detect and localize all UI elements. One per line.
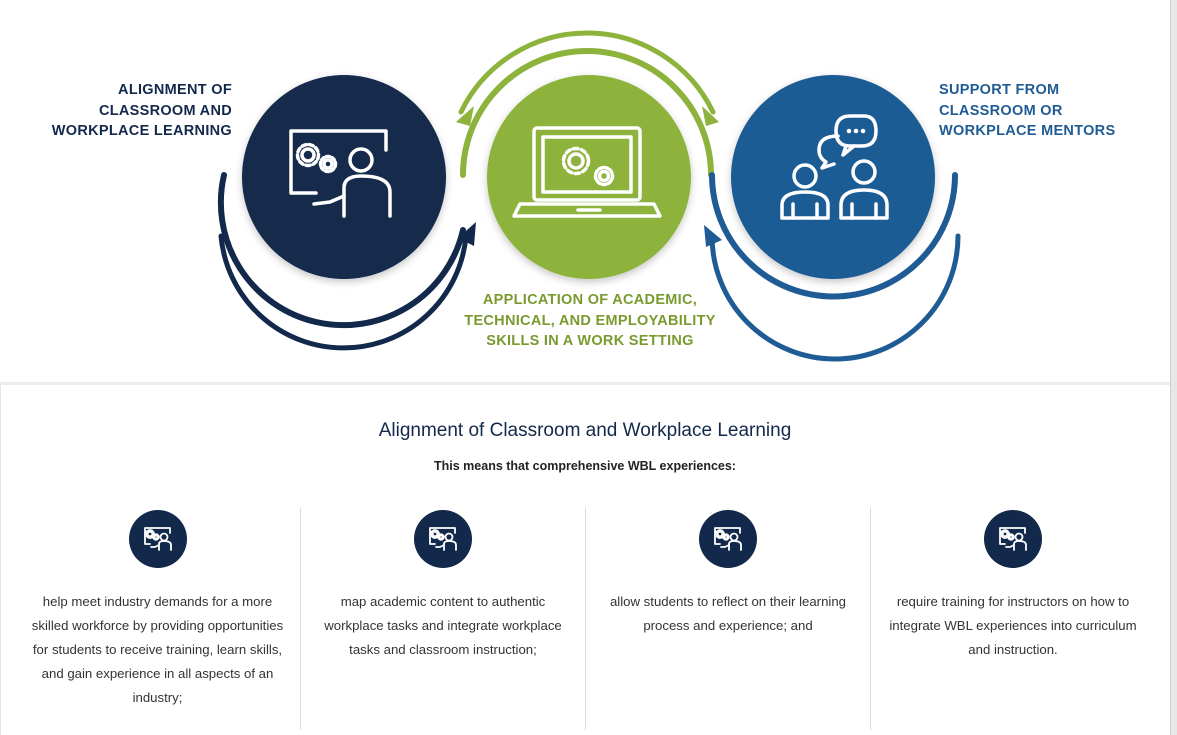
experience-columns: help meet industry demands for a more sk… [15, 508, 1157, 732]
alignment-label-line: WORKPLACE LEARNING [51, 123, 232, 139]
support-label-line: CLASSROOM OR [939, 102, 1063, 119]
classroom-instructor-icon [414, 510, 472, 568]
application-label-line: SKILLS IN A WORK SETTING [486, 333, 694, 349]
section-subtitle: This means that comprehensive WBL experi… [434, 459, 736, 473]
support-label-line: SUPPORT FROM [939, 82, 1060, 98]
left-cycle-arrows [217, 172, 476, 351]
right-cycle-arrows [704, 172, 961, 362]
classroom-instructor-icon [984, 510, 1042, 568]
section-title: Alignment of Classroom and Workplace Lea… [378, 420, 792, 441]
classroom-instructor-icon [143, 527, 172, 551]
section-divider [0, 382, 1170, 385]
experience-item: allow students to reflect on their learn… [585, 508, 870, 730]
chat-dots-icon [846, 128, 866, 134]
experience-text: map academic content to authentic workpl… [324, 594, 562, 657]
cycle-diagram [217, 30, 961, 362]
application-label-line: APPLICATION OF ACADEMIC, [482, 292, 698, 308]
experience-item: help meet industry demands for a more sk… [15, 508, 300, 730]
application-label-line: TECHNICAL, AND EMPLOYABILITY [464, 312, 716, 329]
alignment-label: ALIGNMENT OF CLASSROOM AND WORKPLACE LEA… [52, 80, 232, 142]
mentors-chat-icon [780, 114, 889, 220]
experience-item: require training for instructors on how … [870, 508, 1155, 730]
classroom-instructor-icon [289, 129, 392, 218]
hero-diagram-section: ALIGNMENT OF CLASSROOM AND WORKPLACE LEA… [51, 30, 1116, 362]
classroom-instructor-icon [128, 510, 187, 568]
alignment-circle [242, 75, 446, 279]
classroom-instructor-icon [429, 527, 457, 551]
experience-text: allow students to reflect on their learn… [609, 594, 847, 633]
support-circle [731, 75, 935, 279]
scrollbar-edge [1170, 0, 1171, 735]
scrollbar-track[interactable] [1171, 0, 1177, 735]
alignment-label-line: ALIGNMENT OF [118, 82, 232, 98]
experience-text: help meet industry demands for a more sk… [31, 594, 284, 705]
classroom-instructor-icon [714, 527, 742, 551]
experience-item: map academic content to authentic workpl… [300, 508, 585, 730]
top-cycle-arrows [456, 30, 719, 178]
application-circle [487, 75, 691, 279]
application-label: APPLICATION OF ACADEMIC, TECHNICAL, AND … [440, 290, 740, 352]
alignment-label-line: CLASSROOM AND [98, 102, 232, 119]
classroom-instructor-icon [999, 527, 1027, 551]
laptop-gears-icon [512, 126, 662, 218]
support-label-line: WORKPLACE MENTORS [939, 123, 1116, 139]
classroom-instructor-icon [699, 510, 757, 568]
experience-text: require training for instructors on how … [889, 594, 1137, 657]
support-label: SUPPORT FROM CLASSROOM OR WORKPLACE MENT… [939, 80, 1115, 142]
